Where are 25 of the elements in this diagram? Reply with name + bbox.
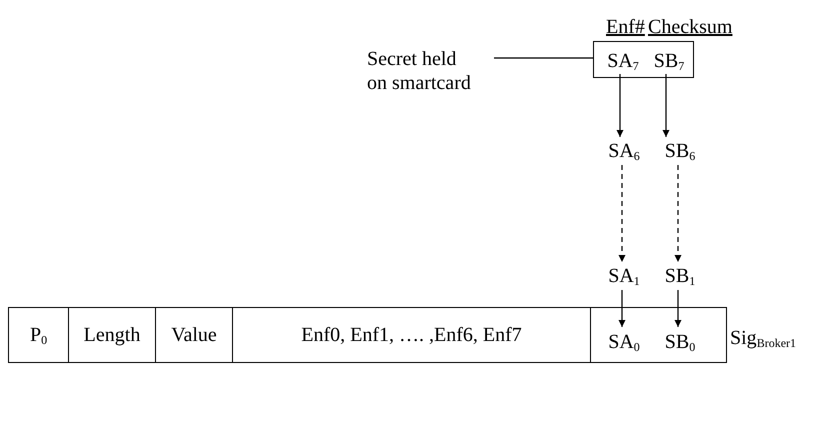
arrow — [618, 165, 626, 262]
leader-line — [494, 57, 593, 59]
value-text: SB$_{7}$ — [646, 47, 692, 75]
value-text: SA$_{0}$ — [599, 328, 649, 356]
arrow — [674, 165, 682, 262]
column-header: Checksum — [648, 15, 732, 40]
secret-box — [593, 41, 694, 78]
value-text: SA$_{6}$ — [599, 137, 649, 165]
value-text: SB$_{1}$ — [655, 262, 705, 290]
value-text: SB$_{6}$ — [655, 137, 705, 165]
value-text: SA$_{7}$ — [600, 47, 646, 75]
value-text: SA$_{1}$ — [599, 262, 649, 290]
arrow — [662, 74, 670, 137]
table-cell: Enf0, Enf1, …. ,Enf6, Enf7 — [232, 307, 591, 363]
arrow — [674, 290, 682, 327]
column-header: Enf# — [606, 15, 645, 40]
table-cell: P$_{0}$ — [8, 307, 69, 363]
arrow — [618, 290, 626, 327]
value-text: SB$_{0}$ — [655, 328, 705, 356]
table-cell: Value — [155, 307, 233, 363]
table-cell: Length — [68, 307, 156, 363]
signature-label: Sig$_{Broker1}$ — [730, 326, 796, 352]
table-cell — [590, 307, 727, 363]
arrow — [616, 74, 624, 137]
note-text: Secret held on smartcard — [367, 46, 494, 96]
